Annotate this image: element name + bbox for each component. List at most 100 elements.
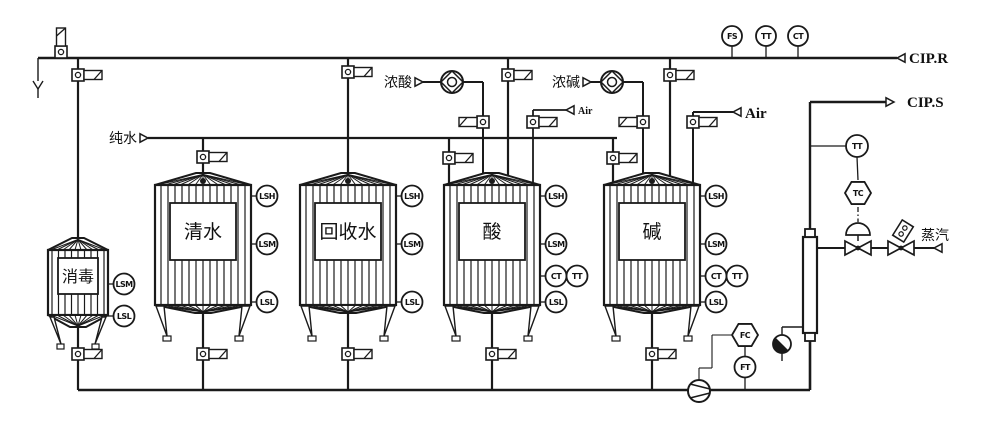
valve-conc-acid-mark	[458, 117, 468, 127]
acid-tank-legs	[443, 305, 541, 342]
conc-acid-arrow	[414, 76, 425, 88]
valves	[54, 27, 718, 361]
acid-tank-tt-instrument-body	[565, 264, 589, 288]
return-flow-switch: FS	[721, 25, 743, 47]
pipe-segment	[622, 174, 653, 185]
clean-water-tank-nameplate	[169, 202, 237, 261]
acid-tank-lsl-instrument-tag: LSL	[549, 298, 564, 307]
disinfectant-tank: 消毒	[46, 237, 110, 350]
pipe-segment	[644, 305, 653, 313]
leg-foot	[234, 335, 244, 342]
temp-controller-tag: TC	[853, 189, 864, 198]
leg-foot	[611, 335, 621, 342]
valve-acid-tank-cip-inlet-mark	[523, 70, 533, 80]
valve-tank4-outlet-stem	[488, 350, 496, 358]
valve-tank2-outlet-mark	[218, 349, 228, 359]
valve-conc-acid-stem	[479, 118, 487, 126]
pipe-segment	[325, 174, 349, 185]
valve-tank3-inlet-mark	[363, 67, 373, 77]
valve-tank2-outlet-stem	[199, 350, 207, 358]
valve-acid-tank-cip-inlet-handle	[513, 69, 533, 81]
caustic-tank-tt-instrument-body	[725, 264, 749, 288]
clean-water-tank-lsh-instrument-tag: LSH	[259, 192, 275, 201]
valve-caustic-tank-water-inlet-mark	[628, 153, 638, 163]
return-temp-transmitter: TT	[755, 25, 777, 47]
pipe-segment	[347, 174, 393, 185]
clean-water-tank-legs	[154, 305, 252, 342]
leg	[94, 316, 108, 345]
valve-air-acid-mark	[548, 117, 558, 127]
leg	[603, 305, 617, 337]
caustic-tank-sprayball	[649, 178, 655, 184]
pipe-segment	[202, 174, 218, 185]
pump-casing	[687, 379, 711, 403]
pipe-segment	[651, 174, 660, 185]
disinfectant-tank-lsm-instrument: LSM	[112, 272, 136, 296]
valve-tank2-outlet	[196, 347, 228, 361]
pipe-segment	[202, 174, 211, 185]
pipe-segment	[484, 174, 493, 185]
caustic-tank-lsh-instrument: LSH	[704, 184, 728, 208]
acid-tank-nameplate	[458, 202, 526, 261]
valve-tank1-inlet-handle	[83, 69, 103, 81]
return-conductivity-transmitter-body	[787, 25, 809, 47]
valve-air-acid	[526, 115, 558, 129]
valve-clean-water-inlet	[196, 150, 228, 164]
steam-control-valve-body-left	[844, 239, 860, 257]
temp-controller-body	[843, 181, 873, 205]
pipe-segment	[77, 315, 82, 327]
leg	[238, 305, 252, 337]
valve-conc-caustic-mark	[618, 117, 628, 127]
pipe-segment	[491, 174, 507, 185]
conc-caustic-pump	[599, 69, 625, 95]
flow-transmitter-tag: FT	[740, 363, 751, 372]
acid-tank-ct-instrument-tag: CT	[551, 272, 562, 281]
acid-tank-lsh-instrument: LSH	[544, 184, 568, 208]
valve-acid-tank-cip-inlet	[501, 68, 533, 82]
valve-tank1-inlet-mark	[93, 70, 103, 80]
pilot-port	[902, 225, 908, 231]
disinfectant-tank-lsm-instrument-tag: LSM	[115, 280, 133, 289]
pipe-segment	[651, 174, 697, 185]
caustic-tank-ct-instrument: CT	[704, 264, 728, 288]
recovered-water-tank-lsm-instrument-body	[400, 232, 424, 256]
valve-air-caustic-stem	[689, 118, 697, 126]
return-conductivity-transmitter: CT	[787, 25, 809, 47]
pipe-segment	[477, 174, 493, 185]
pure-water-arrow	[139, 132, 150, 144]
return-flow-switch-tag: FS	[727, 32, 738, 41]
acid-tank: 酸	[442, 172, 542, 342]
conc-acid-pump-hub	[446, 76, 458, 88]
pipe-segment	[347, 174, 363, 185]
valve-conc-acid-handle	[458, 116, 478, 128]
steam-regulator-body-right	[899, 239, 915, 257]
clean-water-tank-lsm-instrument: LSM	[255, 232, 279, 256]
valve-caustic-tank-cip-inlet-handle	[675, 69, 695, 81]
valve-conc-caustic-handle	[618, 116, 638, 128]
equipment	[439, 69, 915, 403]
pipe-segment	[477, 305, 493, 313]
acid-tank-lsm-instrument-tag: LSM	[547, 240, 565, 249]
pipe-segment	[195, 174, 204, 185]
valve-tank1-outlet	[71, 347, 103, 361]
pipe-segment	[629, 174, 653, 185]
pipe-segment	[74, 239, 79, 250]
steam-control-valve-body-right	[856, 239, 872, 257]
leg	[527, 305, 541, 337]
leg-foot	[451, 335, 461, 342]
pipe-segment	[347, 174, 356, 185]
pipe-segment	[347, 305, 393, 313]
valve-cip-header-mark	[56, 27, 66, 37]
drain-funnel	[32, 80, 44, 98]
caustic-tank-lsl-instrument: LSL	[704, 290, 728, 314]
valve-tank3-outlet-handle	[353, 348, 373, 360]
disinfectant-tank-lsl-instrument-tag: LSL	[117, 312, 132, 321]
flow-controller-tag: FC	[740, 331, 751, 340]
leg-foot	[683, 335, 693, 342]
pump-volute	[689, 392, 711, 399]
valve-air-acid-stem	[529, 118, 537, 126]
caustic-tank-lsm-instrument-body	[704, 232, 728, 256]
pipe-segment	[469, 174, 493, 185]
